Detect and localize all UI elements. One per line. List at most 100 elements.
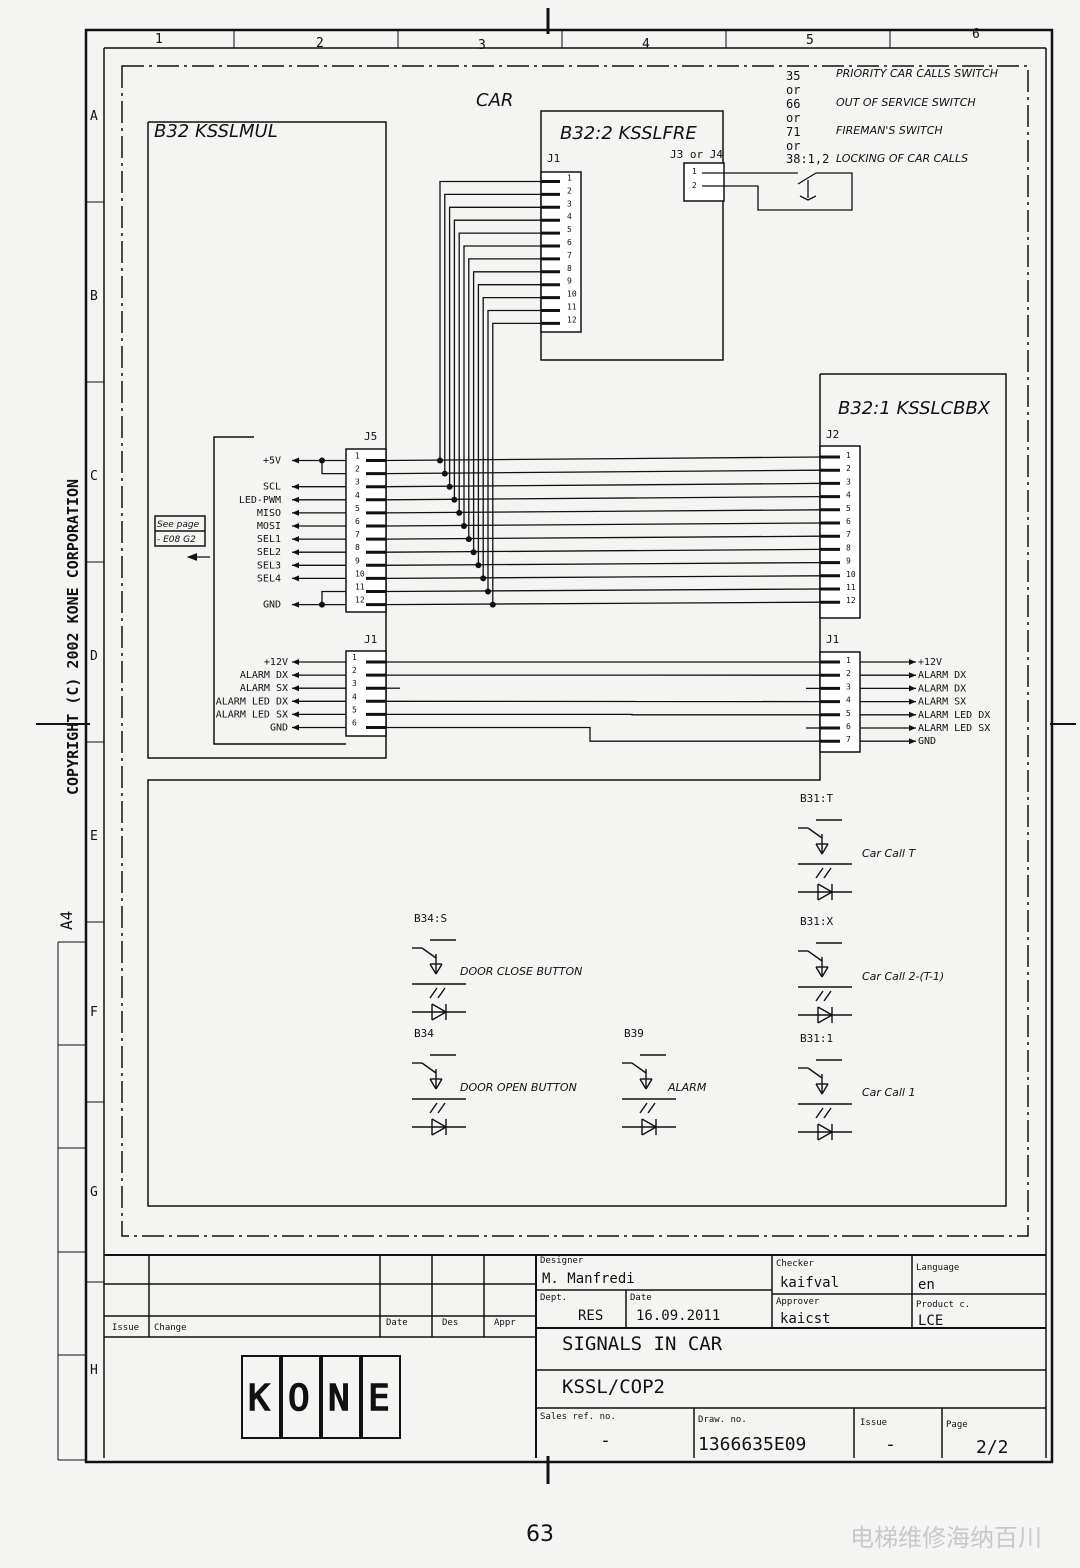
signal-label: ALARM LED SX: [216, 709, 288, 720]
fre-branch-wire: [448, 206, 541, 487]
pin-number: 1: [846, 656, 851, 665]
switch-or: or: [786, 139, 800, 153]
pin-number: 1: [567, 174, 572, 183]
row-label: E: [90, 829, 98, 844]
car-label: CAR: [476, 90, 513, 111]
bus-wire: [385, 495, 821, 501]
symbol-stroke: [815, 990, 824, 1002]
tb-language: en: [918, 1277, 935, 1293]
symbol-stroke: [429, 963, 437, 975]
symbol-stroke: [431, 1118, 447, 1128]
tb-sales: -: [600, 1430, 611, 1451]
tb-date-header: Date: [386, 1318, 408, 1328]
symbol-stroke: [647, 1102, 656, 1114]
signal-arrow: [292, 549, 299, 556]
pin-number: 8: [355, 543, 360, 552]
pin-number: 3: [567, 199, 572, 208]
j1-wire: [386, 726, 820, 742]
signal-label: SEL4: [257, 573, 281, 584]
wire-junction: [470, 549, 477, 556]
signal-arrow: [292, 575, 299, 582]
symbol-stroke: [807, 827, 823, 839]
tb-approver-header: Approver: [776, 1297, 820, 1307]
symbol-stroke: [429, 1078, 437, 1090]
pin-number: 11: [846, 583, 856, 592]
symbol-stroke: [431, 1126, 447, 1136]
tb-product: LCE: [918, 1313, 943, 1329]
push-button-symbol: [798, 819, 852, 901]
logo-letter: N: [328, 1378, 350, 1419]
tb-date-label: Date: [630, 1293, 652, 1303]
pin-number: 2: [355, 465, 360, 474]
symbol-stroke: [807, 950, 823, 962]
board-ksslmul: [147, 121, 387, 759]
tb-approver: kaicst: [780, 1311, 831, 1327]
title-block: [104, 1254, 1046, 1458]
signal-label: SEL1: [257, 534, 281, 545]
connector-label-j2: J2: [826, 428, 839, 441]
fre-switch-circuit: [702, 172, 853, 211]
symbol-stroke: [807, 1067, 823, 1079]
symbol-stroke: [631, 1062, 647, 1074]
row-label: B: [90, 289, 98, 304]
symbol-stroke: [823, 1107, 832, 1119]
bridge-5v: [321, 460, 346, 475]
row-label: H: [90, 1363, 98, 1378]
pin-number: 1: [355, 452, 360, 461]
pin-number: 8: [846, 543, 851, 552]
connector-label-j3j4: J3 or J4: [670, 148, 723, 161]
pin-number: 7: [846, 735, 851, 744]
wire-junction: [437, 457, 443, 464]
bus-wire: [385, 509, 821, 514]
button-label: DOOR OPEN BUTTON: [460, 1081, 577, 1094]
signal-arrow: [909, 738, 916, 745]
column-label: 6: [972, 27, 980, 42]
tb-designer: M. Manfredi: [542, 1271, 635, 1287]
pin-number: 3: [355, 478, 360, 487]
column-label: 3: [478, 38, 486, 53]
wire-junction: [319, 601, 325, 608]
pin-number: 4: [567, 212, 572, 221]
wire-junction: [485, 588, 491, 595]
connector-label-fre-j1: J1: [547, 152, 560, 165]
symbol-stroke: [815, 843, 823, 855]
tb-page: 2/2: [976, 1437, 1009, 1458]
tb-dept: RES: [578, 1308, 603, 1324]
push-button-symbol: [412, 1054, 466, 1136]
signal-arrow: [292, 562, 299, 569]
push-button-symbol: [798, 942, 852, 1024]
bus-wire: [385, 588, 821, 593]
tb-date: 16.09.2011: [636, 1308, 720, 1324]
switch-label: FIREMAN'S SWITCH: [836, 124, 943, 137]
tb-issue-header-2: Issue: [860, 1418, 887, 1428]
column-label: 4: [642, 37, 650, 52]
row-label: G: [90, 1185, 98, 1200]
signal-arrow: [292, 672, 299, 679]
tb-checker: kaifval: [780, 1275, 839, 1291]
row-label: F: [90, 1005, 98, 1020]
wire-junction: [451, 496, 458, 503]
pin-number: 4: [352, 692, 357, 701]
wire-junction: [465, 536, 472, 543]
copyright-text: COPYRIGHT (C) 2002 KONE CORPORATION: [64, 479, 82, 795]
symbol-stroke: [429, 1102, 438, 1114]
pin-number: 2: [846, 464, 851, 473]
signal-label: ALARM LED DX: [918, 710, 990, 721]
signal-label: +5V: [263, 456, 281, 467]
signal-label: SEL2: [257, 547, 281, 558]
tb-title-1: SIGNALS IN CAR: [562, 1333, 723, 1355]
pin-number: 1: [692, 167, 697, 176]
logo-letter: E: [368, 1378, 390, 1419]
pin-number: 6: [846, 517, 851, 526]
pin-number: 12: [355, 596, 365, 605]
pin-number: 7: [567, 251, 572, 260]
symbol-stroke: [421, 947, 437, 959]
pin-number: 7: [846, 530, 851, 539]
pin-number: 2: [692, 181, 697, 190]
bus-wire: [385, 601, 821, 606]
pin-number: 9: [355, 556, 360, 565]
pin-number: 4: [846, 696, 851, 705]
pin-number: 11: [567, 303, 577, 312]
kone-logo: K O N E: [241, 1355, 401, 1439]
signal-label: ALARM LED DX: [216, 696, 288, 707]
